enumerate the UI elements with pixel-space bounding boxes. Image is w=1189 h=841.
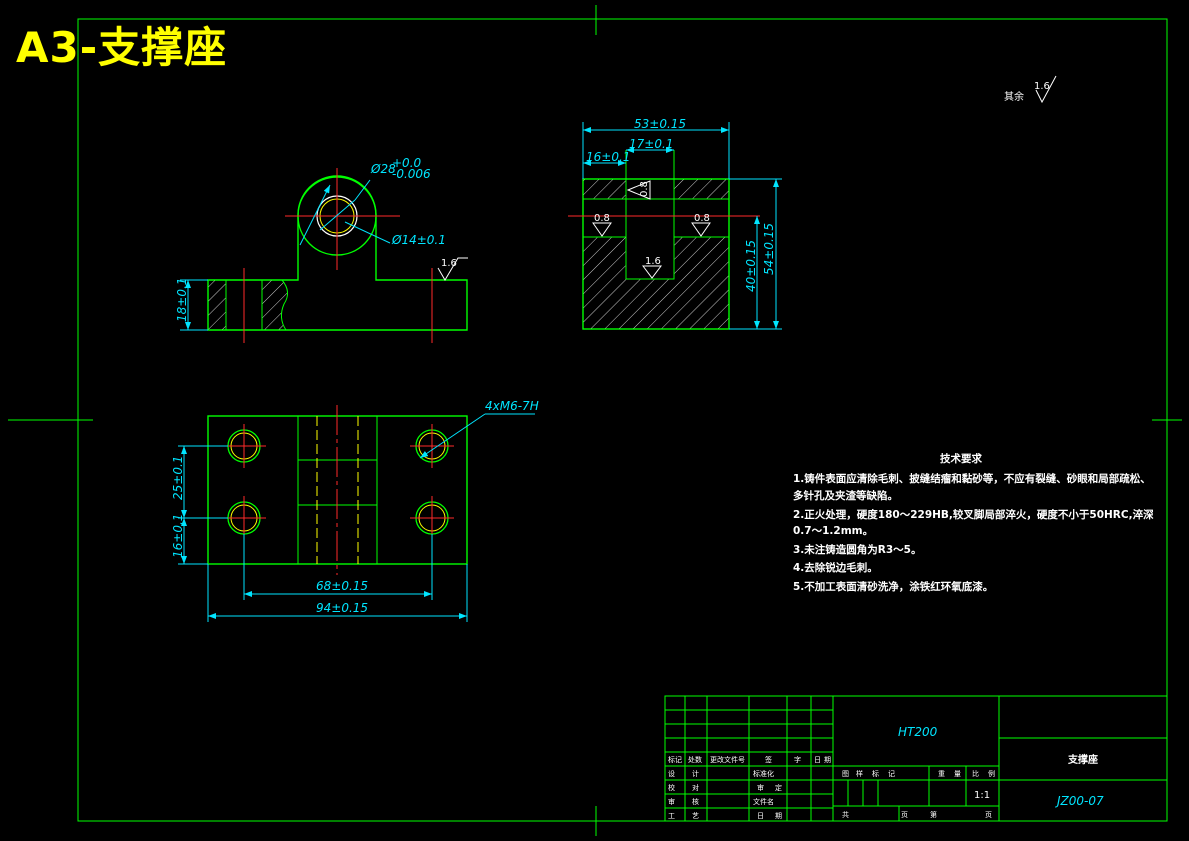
- dim-height-label: 18±0.1: [175, 278, 189, 322]
- dim-bore-outer-tol-low: -0.006: [392, 167, 431, 181]
- dim-total-width: 53±0.15: [634, 117, 686, 131]
- side-roughness-d: 1.6: [645, 256, 661, 267]
- side-view: 53±0.15 16±0.1 17±0.1 40±0.15 54±0.15 0.…: [568, 117, 782, 330]
- dim-h40: 40±0.15: [744, 240, 758, 292]
- top-view: 4xM6-7H 25±0.1 16±0.1 68±0.15 94±0.15: [171, 399, 539, 622]
- dim-h54: 54±0.15: [762, 223, 776, 275]
- tb-label: 共: [842, 810, 849, 819]
- requirement-line: 2.正火处理，硬度180～229HB,较叉脚局部淬火，硬度不小于50HRC,淬深: [793, 508, 1154, 521]
- dim-bore-outer-label: Ø28: [370, 162, 396, 176]
- title-block-text: HT200 支撑座 JZ00-07 1:1 标记 处数 更改文件号 签 字 日 …: [668, 725, 1104, 820]
- dim-left: 16±0.1: [586, 150, 630, 164]
- requirement-line: 3.未注铸造圆角为R3～5。: [793, 543, 922, 556]
- tb-label: 标记: [668, 755, 682, 764]
- tb-label: 期: [775, 812, 782, 820]
- dim-thread: 4xM6-7H: [485, 399, 539, 413]
- dim-bore-inner-label: Ø14±0.1: [391, 233, 446, 247]
- tb-label: 处数: [688, 755, 702, 764]
- requirement-line: 4.去除锐边毛刺。: [793, 561, 878, 574]
- material-label: HT200: [898, 725, 938, 739]
- requirement-line: 1.铸件表面应清除毛刺、披缝结瘤和黏砂等，不应有裂缝、砂眼和局部疏松、: [793, 472, 1151, 485]
- dim-25: 25±0.1: [171, 456, 185, 500]
- tb-label: 比: [972, 769, 979, 778]
- dim-94: 94±0.15: [316, 601, 368, 615]
- dim-16: 16±0.1: [171, 514, 185, 558]
- tb-label: 文件名: [753, 797, 774, 806]
- title-block: [664, 695, 1168, 822]
- tb-label: 样: [856, 769, 863, 778]
- tb-label: 字: [794, 755, 801, 764]
- tb-label: 图: [842, 770, 849, 778]
- roughness-value: 1.6: [1034, 81, 1050, 92]
- requirement-line: 多针孔及夹渣等缺陷。: [793, 489, 898, 502]
- tb-label: 记: [888, 770, 895, 778]
- front-roughness: 1.6: [441, 258, 457, 269]
- scale-value: 1:1: [974, 790, 990, 801]
- dim-bore-outer-tol-up: +0.0: [392, 156, 422, 170]
- tb-label: 重: [938, 770, 945, 778]
- tb-label: 艺: [692, 812, 699, 820]
- tb-label: 期: [824, 756, 831, 764]
- side-roughness-c: 0.8: [639, 181, 650, 197]
- part-name: 支撑座: [1067, 753, 1098, 766]
- tb-label: 标准化: [753, 769, 774, 778]
- tb-label: 核: [692, 797, 699, 806]
- tb-label: 更改文件号: [710, 755, 745, 764]
- requirement-line: 5.不加工表面清砂洗净，涂铁红环氧底漆。: [793, 580, 993, 593]
- tb-label: 页: [985, 811, 992, 819]
- roughness-prefix: 其余: [1004, 90, 1024, 103]
- tb-label: 对: [692, 783, 699, 792]
- tb-label: 定: [775, 783, 782, 792]
- dim-slot: 17±0.1: [629, 137, 673, 151]
- tb-label: 第: [930, 810, 937, 819]
- tb-label: 审: [757, 783, 764, 792]
- tb-label: 日: [757, 812, 764, 820]
- tb-label: 设: [668, 769, 675, 778]
- front-view: Ø28 +0.0 -0.006 Ø14±0.1 18±0.1 1.6: [175, 156, 468, 343]
- side-roughness-b: 0.8: [694, 213, 710, 224]
- side-roughness-a: 0.8: [594, 213, 610, 224]
- requirement-line: 0.7～1.2mm。: [793, 525, 873, 537]
- tb-label: 工: [668, 812, 675, 820]
- tb-label: 计: [692, 769, 699, 778]
- outer-border: [77, 18, 1168, 822]
- tb-label: 页: [901, 811, 908, 819]
- tb-label: 标: [872, 769, 879, 778]
- drawing-number: JZ00-07: [1055, 794, 1104, 808]
- drawing-title: A3-支撑座: [16, 23, 228, 72]
- tb-label: 量: [954, 770, 961, 778]
- technical-requirements: 技术要求 1.铸件表面应清除毛刺、披缝结瘤和黏砂等，不应有裂缝、砂眼和局部疏松、…: [793, 452, 1154, 593]
- tb-label: 日: [814, 756, 821, 764]
- general-roughness-note: 其余 1.6: [1004, 75, 1057, 104]
- tb-label: 例: [988, 769, 995, 778]
- tb-label: 审: [668, 797, 675, 806]
- requirements-heading: 技术要求: [940, 452, 982, 465]
- tb-label: 校: [668, 783, 675, 792]
- dim-68: 68±0.15: [316, 579, 368, 593]
- tb-label: 签: [765, 755, 772, 764]
